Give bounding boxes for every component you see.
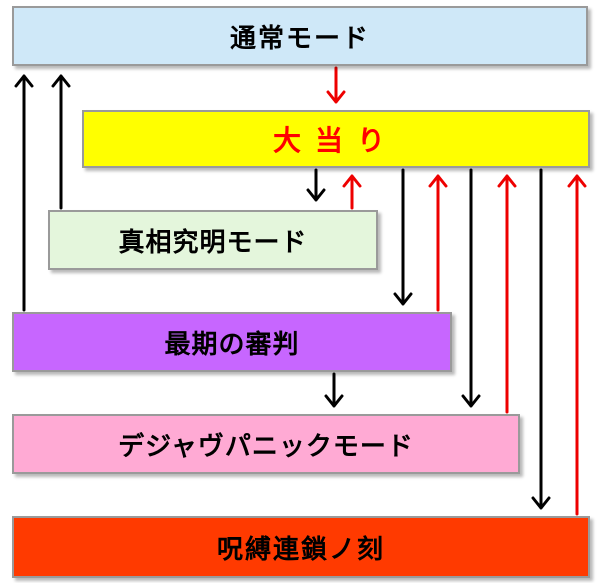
node-curse-moment: 呪縛連鎖ノ刻: [12, 516, 590, 578]
arrow-jackpot-to-judgment: [393, 168, 413, 306]
node-normal-mode: 通常モード: [12, 6, 588, 66]
arrow-judgment-to-jackpot: [428, 174, 448, 312]
node-dejavu-panic-mode: デジャヴパニックモード: [12, 414, 520, 474]
arrow-jackpot-to-dejavu: [461, 168, 481, 408]
node-label: 大当り: [272, 124, 399, 157]
node-label: デジャヴパニックモード: [118, 431, 414, 462]
arrow-truth-to-normal: [51, 74, 71, 210]
node-truth-mode: 真相究明モード: [48, 210, 378, 270]
arrow-jackpot-to-truth: [306, 168, 326, 202]
arrow-judgment-to-normal: [14, 74, 34, 312]
node-jackpot: 大当り: [82, 110, 590, 168]
arrow-curse-to-jackpot: [567, 174, 587, 516]
node-label: 真相究明モード: [118, 227, 308, 258]
arrow-jackpot-to-curse: [531, 168, 551, 510]
arrow-dejavu-to-jackpot: [497, 174, 517, 414]
arrow-truth-to-jackpot: [342, 174, 362, 210]
arrow-judgment-to-dejavu: [324, 372, 344, 408]
node-label: 最期の審判: [164, 329, 300, 360]
node-label: 通常モード: [229, 23, 370, 54]
node-last-judgment: 最期の審判: [12, 312, 452, 372]
node-label: 呪縛連鎖ノ刻: [216, 534, 385, 565]
arrow-normal-to-jackpot: [326, 66, 346, 104]
